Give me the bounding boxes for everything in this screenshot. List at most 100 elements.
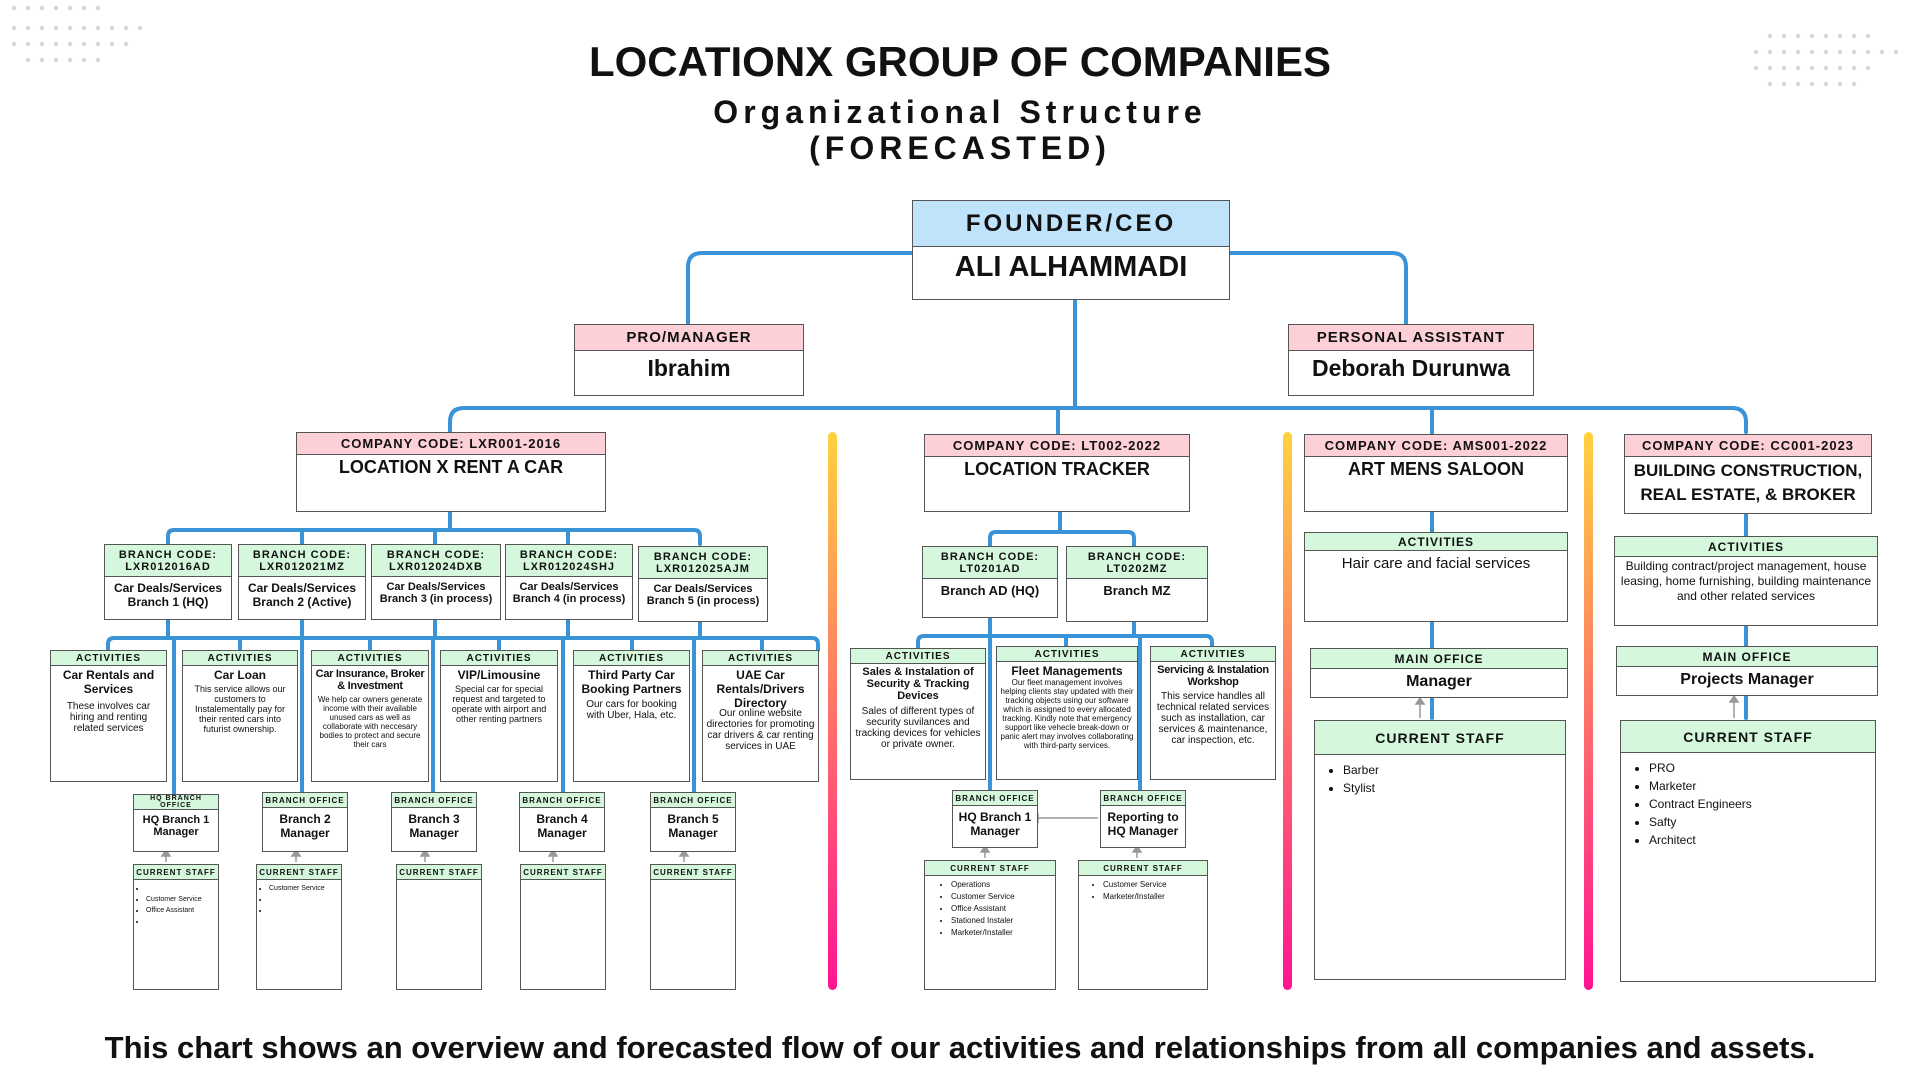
activity-text: Our online website directories for promo… [706,708,815,752]
ceo-name: ALI ALHAMMADI [954,251,1188,283]
activity-label: ACTIVITIES [703,651,818,666]
staff-label: CURRENT STAFF [257,865,341,880]
company-code: COMPANY CODE: AMS001-2022 [1305,435,1567,457]
lxr-office-1: HQ BRANCH OFFICE HQ Branch 1 Manager [133,794,219,852]
lxr-staff-4: CURRENT STAFF [520,864,606,990]
activity-text: This service handles all technical relat… [1156,691,1270,746]
branch-desc: Car Deals/Services Branch 4 (in process) [512,581,626,605]
lxr-activity-4: ACTIVITIES VIP/Limousine Special car for… [440,650,558,782]
lxr-branch-4: BRANCH CODE: LXR012024SHJ Car Deals/Serv… [505,544,633,620]
staff-list: Customer Service [257,883,341,916]
ceo-box: FOUNDER/CEO ALI ALHAMMADI [912,200,1230,300]
lt-office-2: BRANCH OFFICE Reporting to HQ Manager [1100,790,1186,848]
activity-label: ACTIVITIES [1615,537,1877,557]
branch-code: BRANCH CODE: LXR012024DXB [372,545,500,577]
office-label: BRANCH OFFICE [651,793,735,808]
list-item [146,883,218,894]
staff-label: CURRENT STAFF [1315,721,1565,755]
staff-label: CURRENT STAFF [1621,721,1875,753]
ams-activities-box: ACTIVITIES Hair care and facial services [1304,532,1568,622]
company-code: COMPANY CODE: CC001-2023 [1625,435,1871,457]
activity-label: ACTIVITIES [1151,647,1275,662]
branch-code: BRANCH CODE: LXR012025AJM [639,547,767,579]
page-subtitle: Organizational Structure [713,94,1207,130]
activity-label: ACTIVITIES [997,647,1137,662]
staff-list: PRO Marketer Contract Engineers Safty Ar… [1621,759,1875,849]
lxr-activity-1: ACTIVITIES Car Rentals and Services Thes… [50,650,167,782]
office-name: Branch 2 Manager [279,812,331,840]
lxr-branch-2: BRANCH CODE: LXR012021MZ Car Deals/Servi… [238,544,366,620]
activity-title: VIP/Limousine [457,668,541,682]
list-item: Customer Service [951,891,1055,903]
office-label: MAIN OFFICE [1617,647,1877,667]
ams-office-box: MAIN OFFICE Manager [1310,648,1568,698]
branch-code: BRANCH CODE: LXR012021MZ [239,545,365,577]
list-item: Architect [1649,831,1875,849]
branch-code: BRANCH CODE: LT0201AD [923,547,1057,579]
office-label: BRANCH OFFICE [392,793,476,808]
office-name: Branch 4 Manager [536,812,588,840]
activity-text: Hair care and facial services [1341,555,1531,572]
company-ams-box: COMPANY CODE: AMS001-2022 ART MENS SALOO… [1304,434,1568,512]
lxr-branch-5: BRANCH CODE: LXR012025AJM Car Deals/Serv… [638,546,768,622]
list-item [146,916,218,927]
connector-lines [106,251,1748,990]
branch-code: BRANCH CODE: LXR012016AD [105,545,231,577]
page-subtitle-forecasted: (FORECASTED) [809,130,1111,166]
office-label: BRANCH OFFICE [953,791,1037,806]
lt-staff-2: CURRENT STAFF Customer Service Marketer/… [1078,860,1208,990]
lxr-office-5: BRANCH OFFICE Branch 5 Manager [650,792,736,852]
list-item: Customer Service [146,894,218,905]
staff-list: Customer Service Office Assistant [134,883,218,927]
staff-list: Barber Stylist [1315,761,1565,797]
activity-title: Fleet Managements [1011,664,1123,678]
decorative-dots-left [11,5,143,63]
list-item: Operations [951,879,1055,891]
company-name: BUILDING CONSTRUCTION, REAL ESTATE, & BR… [1633,461,1863,504]
lt-activity-3: ACTIVITIES Servicing & Instalation Works… [1150,646,1276,780]
page-title: LOCATIONX GROUP OF COMPANIES [588,38,1332,85]
lxr-staff-5: CURRENT STAFF [650,864,736,990]
lxr-staff-2: CURRENT STAFF Customer Service [256,864,342,990]
lxr-activity-5: ACTIVITIES Third Party Car Booking Partn… [573,650,690,782]
activity-text: Our cars for booking with Uber, Hala, et… [586,699,677,721]
activity-text: Sales of different types of security suv… [855,706,981,750]
activity-text: We help car owners generate income with … [317,695,423,749]
activity-label: ACTIVITIES [441,651,557,666]
office-label: MAIN OFFICE [1311,649,1567,669]
activity-text: Building contract/project management, ho… [1620,559,1872,603]
office-label: BRANCH OFFICE [520,793,604,808]
activity-title: Sales & Instalation of Security & Tracki… [862,666,974,702]
office-label: BRANCH OFFICE [263,793,347,808]
staff-list: Operations Customer Service Office Assis… [925,879,1055,939]
staff-label: CURRENT STAFF [1079,861,1207,876]
list-item: Customer Service [269,883,341,894]
list-item: Marketer/Installer [1103,891,1207,903]
office-name: HQ Branch 1 Manager [958,810,1032,838]
branch-code: BRANCH CODE: LXR012024SHJ [506,545,632,577]
branch-desc: Car Deals/Services Branch 5 (in process) [646,583,760,607]
lxr-office-2: BRANCH OFFICE Branch 2 Manager [262,792,348,852]
lxr-office-4: BRANCH OFFICE Branch 4 Manager [519,792,605,852]
company-cc-box: COMPANY CODE: CC001-2023 BUILDING CONSTR… [1624,434,1872,514]
activity-label: ACTIVITIES [851,649,985,664]
activity-title: Car Insurance, Broker & Investment [315,668,425,692]
list-item: Contract Engineers [1649,795,1875,813]
branch-desc: Car Deals/Services Branch 1 (HQ) [113,581,223,609]
branch-desc: Car Deals/Services Branch 3 (in process) [379,581,493,605]
list-item [269,894,341,905]
list-item: Stationed Instaler [951,915,1055,927]
office-name: Reporting to HQ Manager [1107,810,1179,838]
company-lxr-box: COMPANY CODE: LXR001-2016 LOCATION X REN… [296,432,606,512]
lt-activity-1: ACTIVITIES Sales & Instalation of Securi… [850,648,986,780]
lxr-staff-1: CURRENT STAFF Customer Service Office As… [133,864,219,990]
activity-title: Third Party Car Booking Partners [581,668,682,696]
staff-label: CURRENT STAFF [397,865,481,880]
lxr-office-3: BRANCH OFFICE Branch 3 Manager [391,792,477,852]
activity-title: UAE Car Rentals/Drivers Directory [716,668,805,710]
office-name: HQ Branch 1 Manager [142,814,210,838]
cc-office-box: MAIN OFFICE Projects Manager [1616,646,1878,696]
activity-title: Car Loan [213,668,266,682]
company-name: ART MENS SALOON [1347,459,1524,479]
staff-label: CURRENT STAFF [521,865,605,880]
